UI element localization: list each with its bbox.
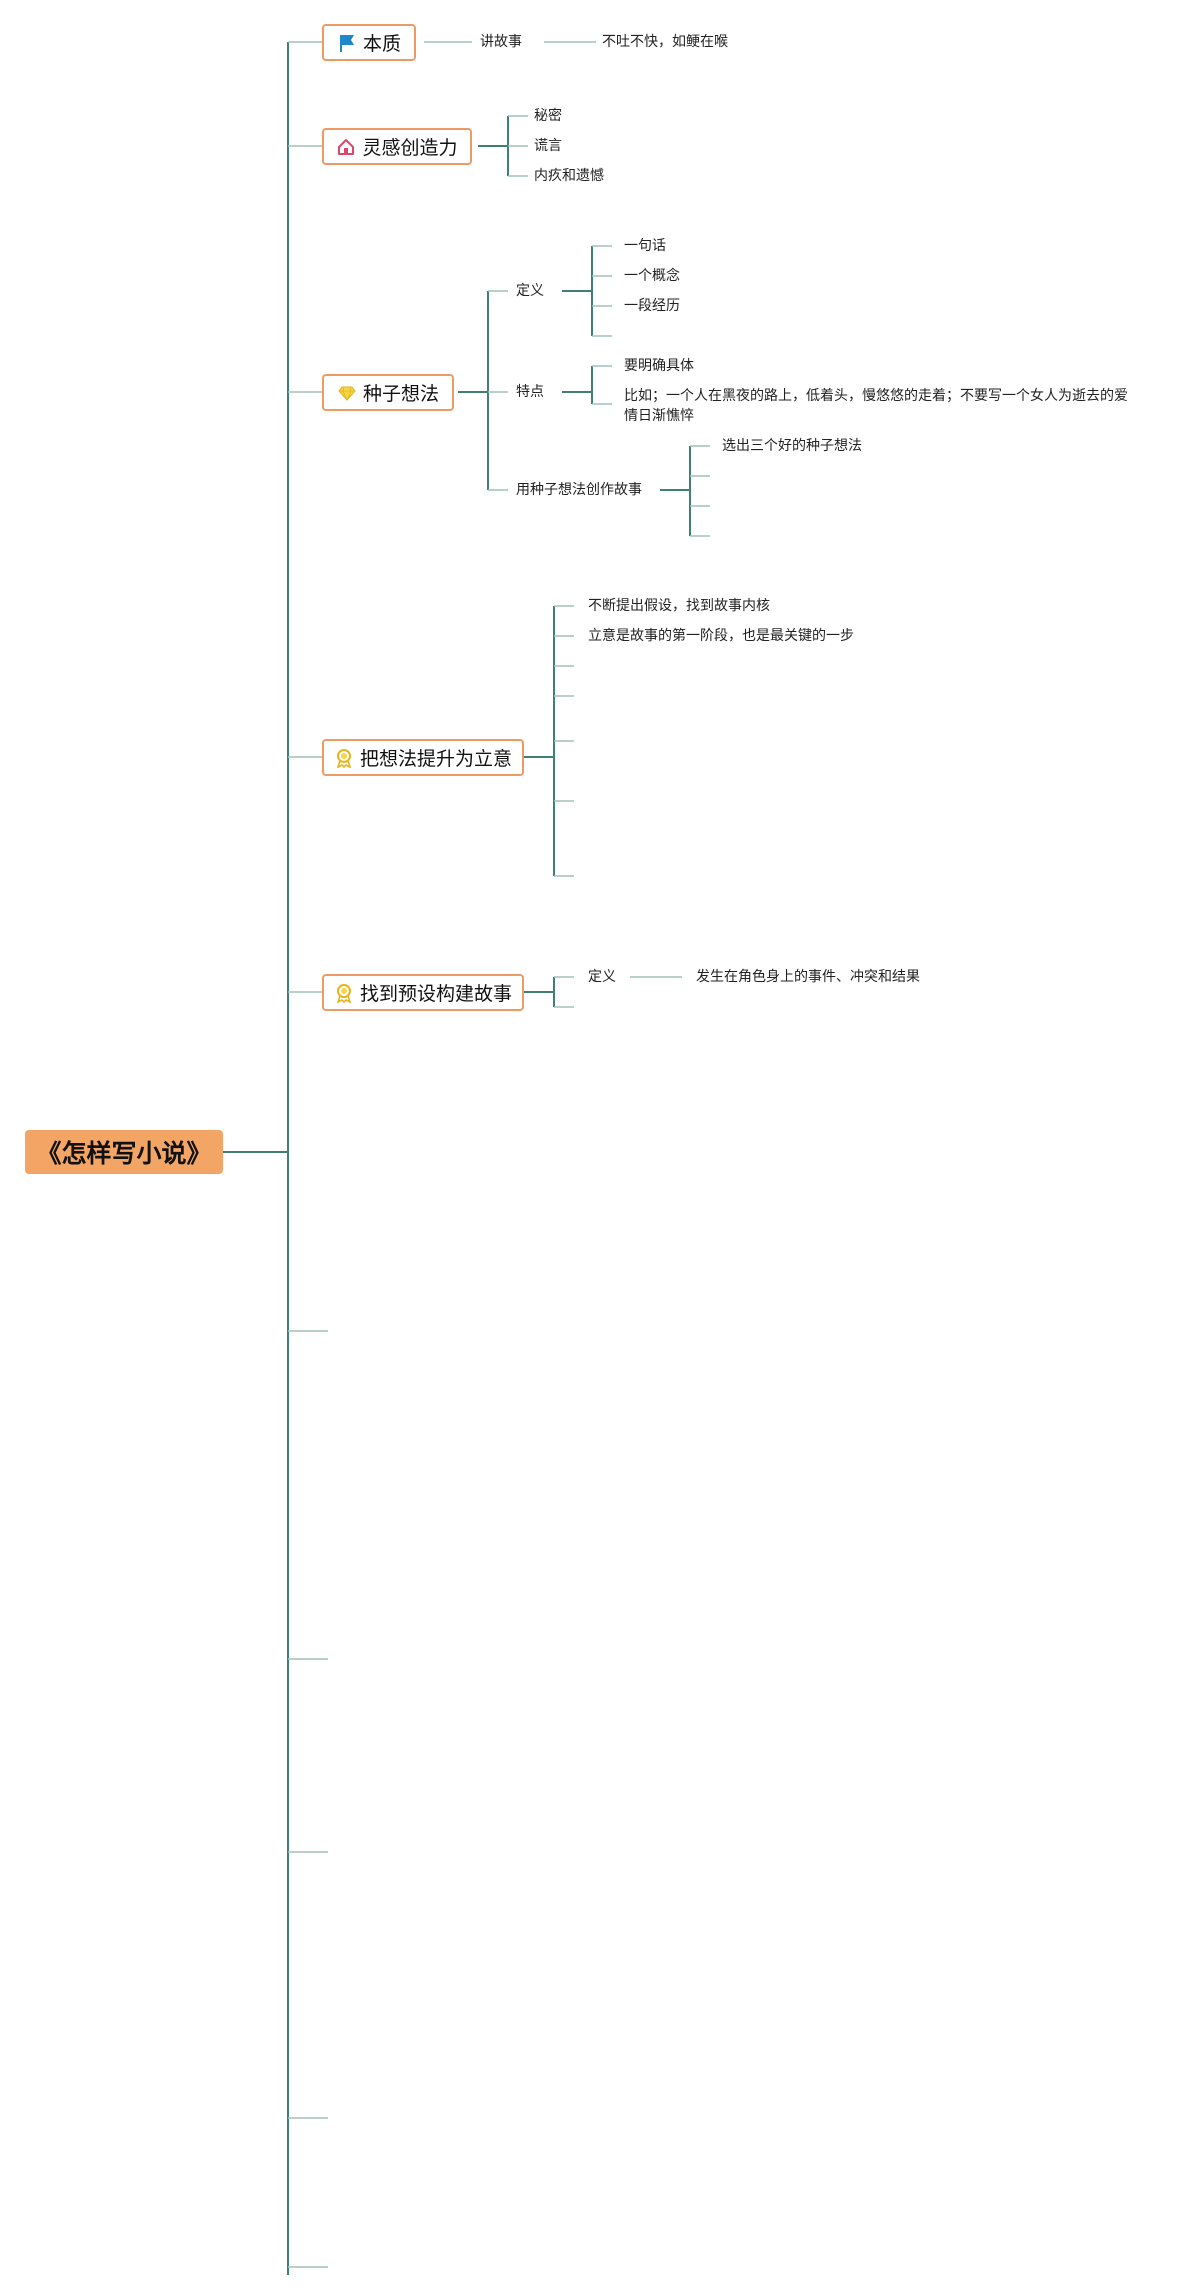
leaf-mingquejuti[interactable]: 要明确具体 — [624, 358, 694, 374]
topic-zhongzi[interactable]: 种子想法 — [322, 374, 454, 411]
leaf-yigegainian[interactable]: 一个概念 — [624, 268, 680, 284]
diamond-icon — [337, 383, 357, 403]
subtopic-chuangzuo[interactable]: 用种子想法创作故事 — [516, 482, 642, 498]
subtopic-tedian[interactable]: 特点 — [516, 384, 544, 400]
house-icon — [336, 137, 356, 157]
leaf-xuanchusange[interactable]: 选出三个好的种子想法 — [722, 438, 862, 454]
subtopic-yushe-dingyi[interactable]: 定义 — [588, 969, 616, 985]
leaf-yijuhua[interactable]: 一句话 — [624, 238, 666, 254]
topic-liyi[interactable]: 把想法提升为立意 — [322, 739, 524, 776]
topic-label: 把想法提升为立意 — [360, 748, 513, 770]
topic-linggan[interactable]: 灵感创造力 — [322, 128, 472, 165]
subtopic-jiashe[interactable]: 不断提出假设，找到故事内核 — [588, 598, 770, 614]
subtopic-huangyan[interactable]: 谎言 — [534, 138, 562, 154]
topic-yushe[interactable]: 找到预设构建故事 — [322, 974, 524, 1011]
leaf-buxuanbukuai[interactable]: 不吐不快，如鲠在喉 — [602, 34, 728, 50]
leaf-yiduanjingli[interactable]: 一段经历 — [624, 298, 680, 314]
flag-icon — [337, 33, 357, 53]
topic-label: 找到预设构建故事 — [360, 983, 513, 1005]
subtopic-dingyi[interactable]: 定义 — [516, 283, 544, 299]
subtopic-diyijieduan[interactable]: 立意是故事的第一阶段，也是最关键的一步 — [588, 628, 854, 644]
leaf-biru[interactable]: 比如；一个人在黑夜的路上，低着头，慢悠悠的走着；不要写一个女人为逝去的爱情日渐憔… — [624, 388, 1128, 424]
subtopic-jianggushi[interactable]: 讲故事 — [480, 34, 522, 50]
topic-label: 种子想法 — [362, 383, 439, 405]
award-icon — [334, 748, 354, 768]
subtopic-neijiu[interactable]: 内疚和遗憾 — [534, 168, 604, 184]
topic-label: 本质 — [362, 33, 401, 55]
leaf-shijian[interactable]: 发生在角色身上的事件、冲突和结果 — [696, 969, 920, 985]
subtopic-mimi[interactable]: 秘密 — [534, 108, 562, 124]
root-topic[interactable]: 《怎样写小说》 — [25, 1130, 223, 1174]
topic-benzhi[interactable]: 本质 — [322, 24, 416, 61]
award-icon — [334, 983, 354, 1003]
topic-label: 灵感创造力 — [362, 137, 458, 159]
